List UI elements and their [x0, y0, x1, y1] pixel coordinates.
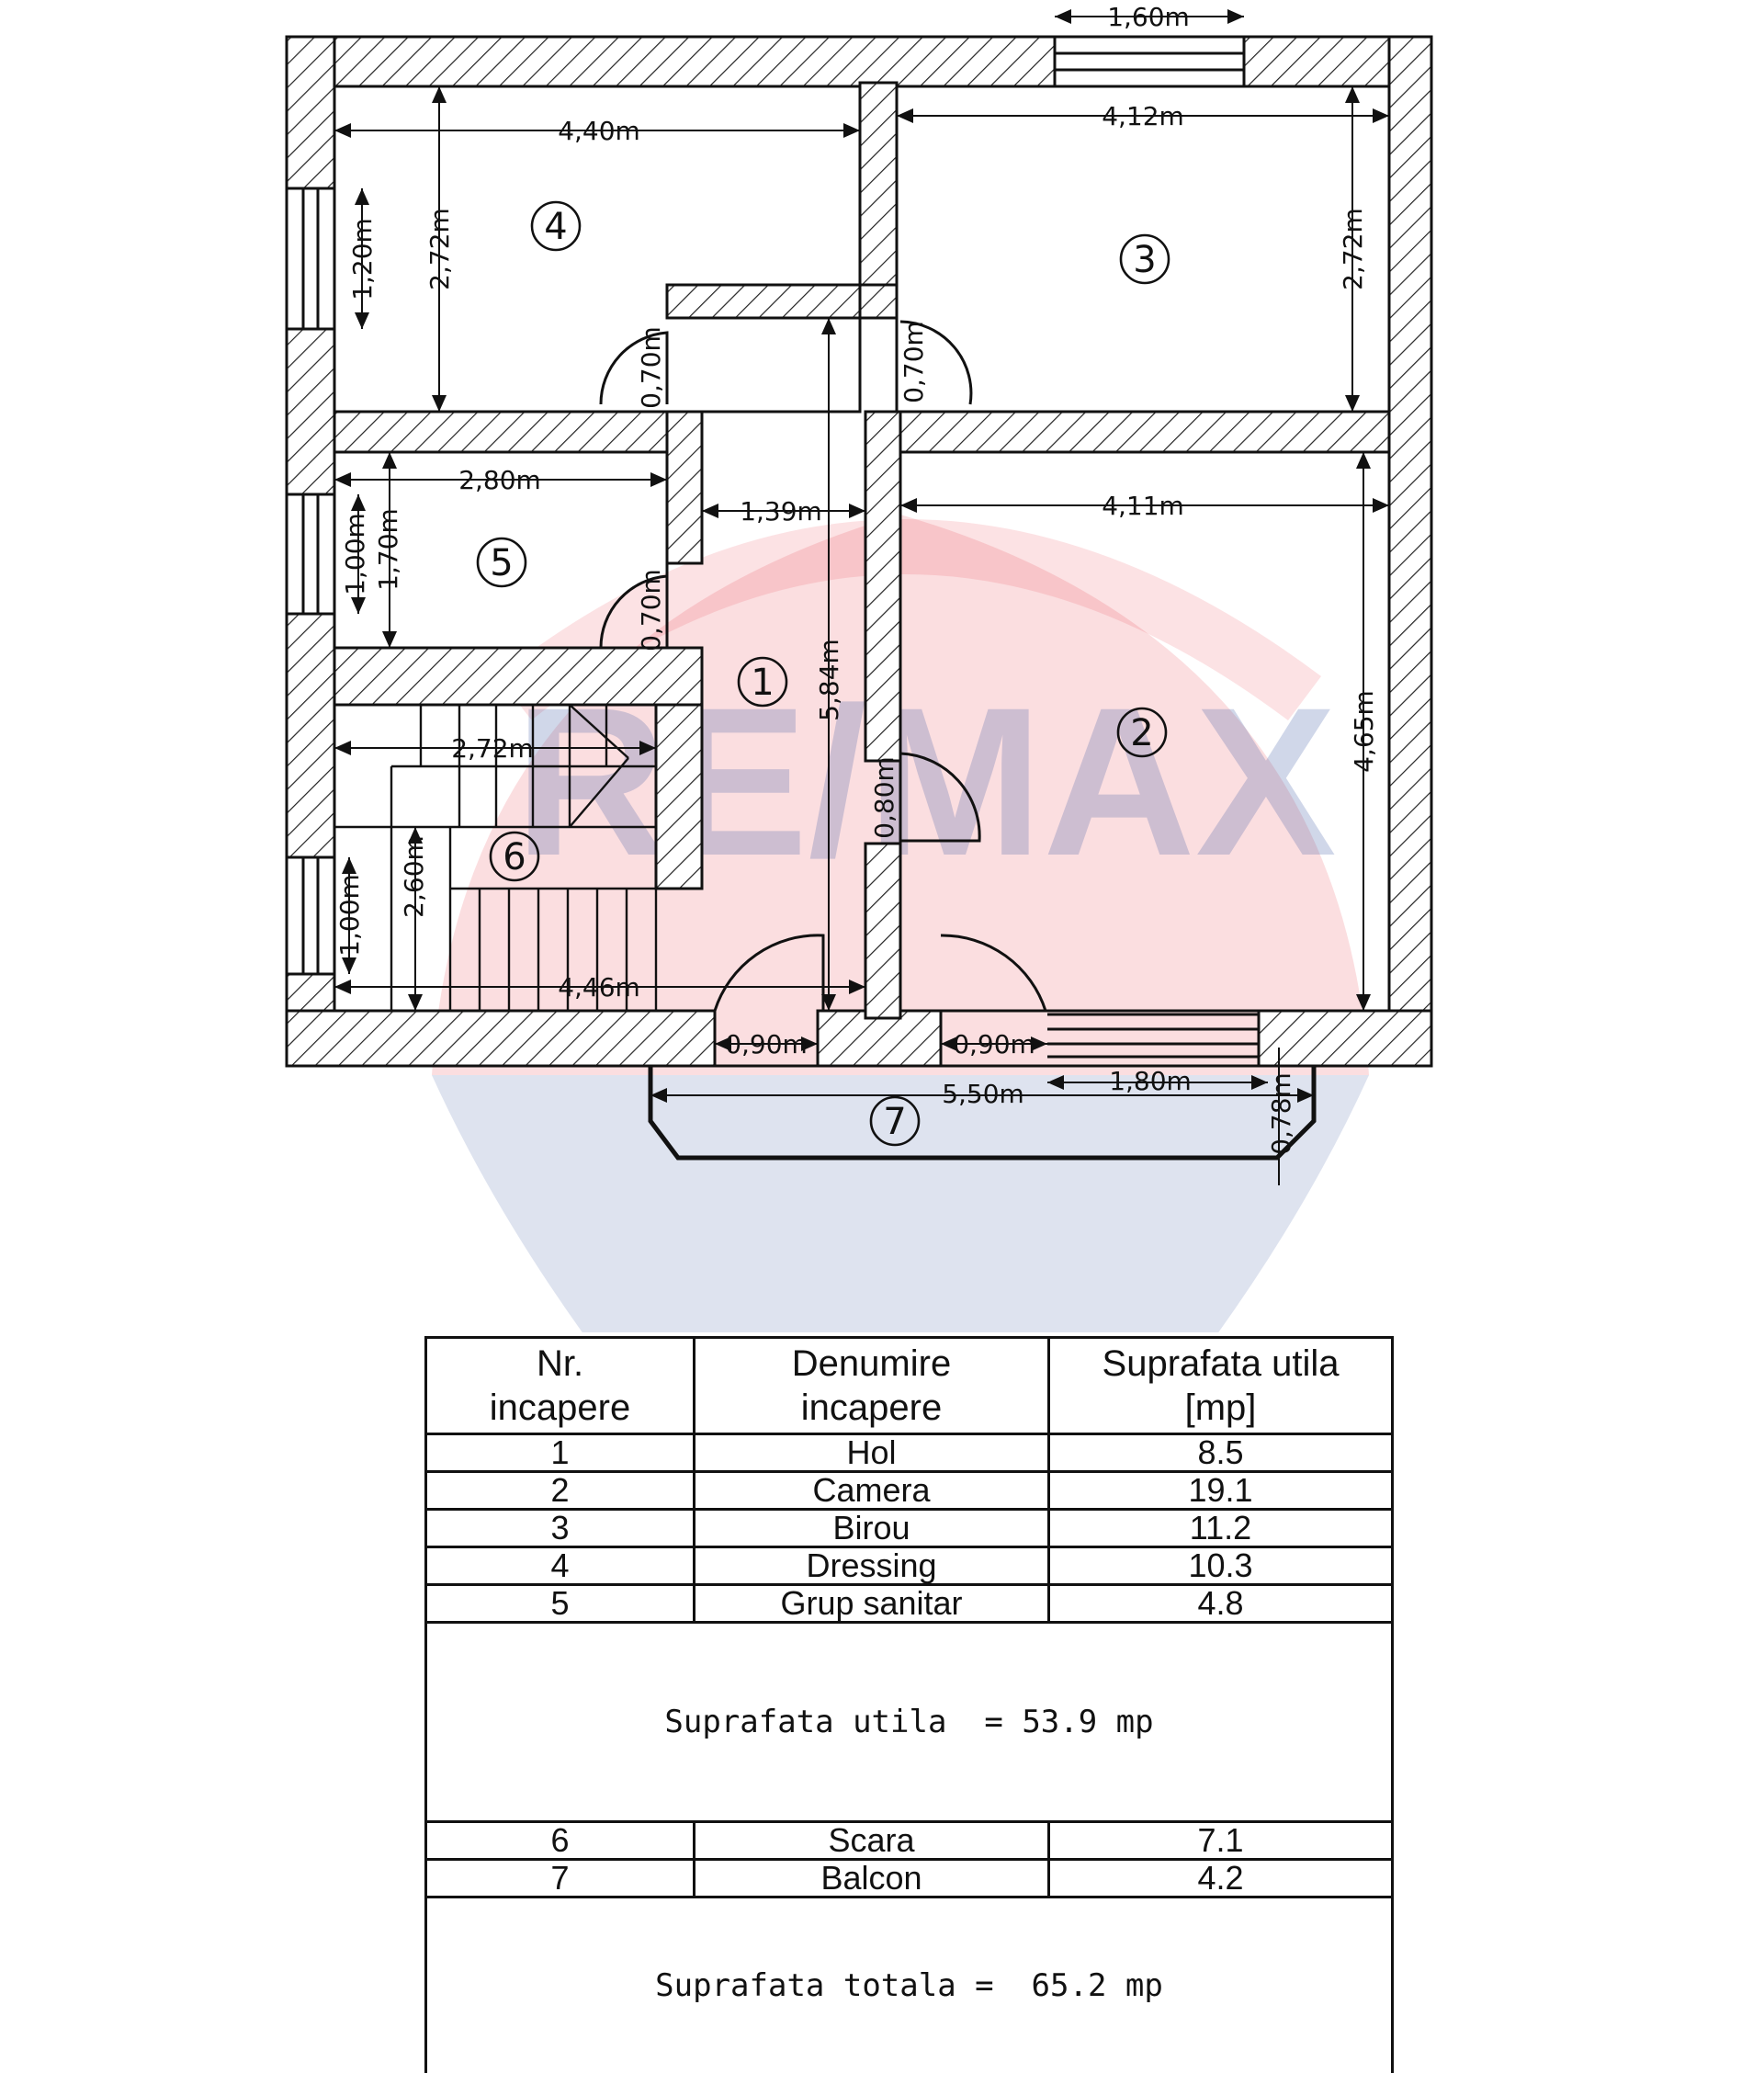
dim-bottom-width: 4,46m: [558, 972, 640, 1003]
table-row: 4 Dressing 10.3: [426, 1547, 1393, 1585]
table-header: Nr. incapere Denumire incapere Suprafata…: [426, 1338, 1393, 1434]
dim-room2-height: 4,65m: [1349, 690, 1379, 773]
room-area-table: Nr. incapere Denumire incapere Suprafata…: [424, 1336, 1394, 2073]
dim-room3-height: 2,72m: [1338, 208, 1368, 290]
dim-door-bottom-left: 0,90m: [725, 1029, 808, 1059]
room-number-1: 1: [751, 662, 774, 704]
room-number-4: 4: [544, 206, 567, 248]
window-room5: [287, 494, 334, 614]
dim-window-room5: 1,00m: [340, 513, 370, 595]
header-room-name: Denumire incapere: [695, 1338, 1049, 1434]
dim-hall-width: 1,39m: [740, 496, 822, 527]
total-row: Suprafata totala = 65.2 mp: [426, 1897, 1393, 2073]
subtotal-text: Suprafata utila = 53.9 mp: [426, 1623, 1393, 1822]
room-number-6: 6: [503, 836, 526, 878]
dim-room4-height: 2,72m: [424, 208, 455, 290]
header-room-number: Nr. incapere: [426, 1338, 695, 1434]
dim-room5-height: 1,70m: [373, 508, 403, 591]
dim-hall-length: 5,84m: [814, 639, 844, 721]
table-row: 6 Scara 7.1: [426, 1822, 1393, 1860]
window-stair: [287, 857, 334, 974]
room-number-5: 5: [490, 542, 513, 584]
dim-room5-width: 2,80m: [458, 465, 541, 495]
dim-door-room5: 0,70m: [636, 569, 666, 651]
dim-window-room4: 1,20m: [347, 218, 378, 300]
dim-door-room3: 0,70m: [899, 321, 929, 403]
dim-window-stair: 1,00m: [334, 874, 365, 957]
dim-balcony-depth: 0,78m: [1266, 1072, 1296, 1155]
total-text: Suprafata totala = 65.2 mp: [426, 1897, 1393, 2073]
table-row: 1 Hol 8.5: [426, 1434, 1393, 1472]
window-room4: [287, 188, 334, 329]
dim-balcony-window: 1,80m: [1109, 1066, 1192, 1096]
window-top: [1055, 37, 1244, 86]
dim-door-room2: 0,80m: [869, 756, 899, 839]
dim-door-bottom-right: 0,90m: [953, 1029, 1035, 1059]
room-number-7: 7: [883, 1101, 906, 1143]
dim-balcony-width: 5,50m: [942, 1079, 1024, 1109]
table-row: 5 Grup sanitar 4.8: [426, 1585, 1393, 1623]
dim-room4-width: 4,40m: [558, 116, 640, 146]
header-area: Suprafata utila [mp]: [1049, 1338, 1393, 1434]
room-number-3: 3: [1133, 239, 1156, 281]
dim-window-top: 1,60m: [1107, 2, 1190, 32]
subtotal-row: Suprafata utila = 53.9 mp: [426, 1623, 1393, 1822]
room-number-2: 2: [1130, 712, 1153, 754]
dim-door-room4: 0,70m: [636, 326, 666, 409]
floor-plan: RE/MAX: [0, 0, 1764, 1332]
dim-stair-width: 2,72m: [451, 733, 534, 764]
table-row: 2 Camera 19.1: [426, 1472, 1393, 1510]
dim-stair-height: 2,60m: [399, 835, 429, 918]
dim-room2-width: 4,11m: [1102, 491, 1184, 521]
table-row: 3 Birou 11.2: [426, 1510, 1393, 1547]
dim-room3-width: 4,12m: [1102, 101, 1184, 131]
table-row: 7 Balcon 4.2: [426, 1860, 1393, 1897]
